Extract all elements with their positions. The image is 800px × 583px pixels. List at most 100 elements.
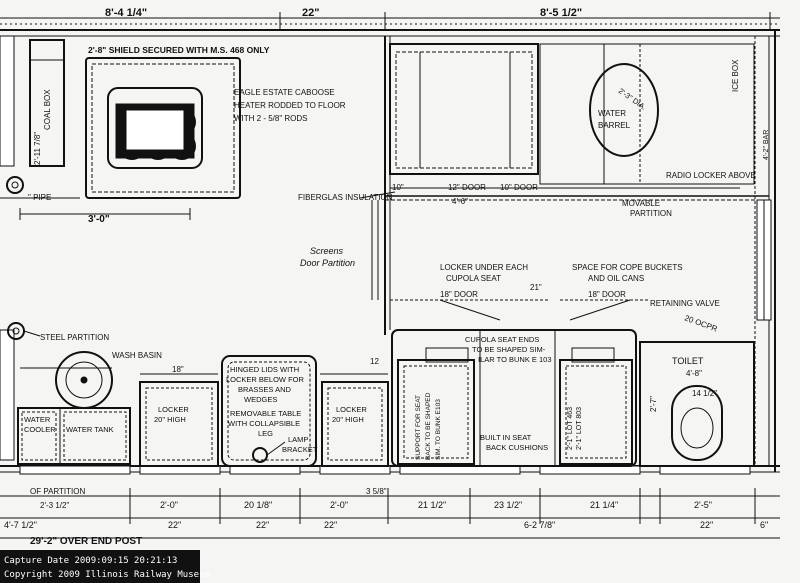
dim-4-6: 4'-6" <box>452 197 468 206</box>
dim-10: 10" <box>392 183 404 192</box>
hinged-lids-label-1: HINGED LIDS WITH <box>230 365 299 374</box>
bottom-dim-7: 6-2 7/8" <box>524 520 555 530</box>
built-in-seat-label-1: BUILT IN SEAT <box>480 433 532 442</box>
heater-width-label: 3'-0" <box>88 214 110 225</box>
heater-note-2: HEATER RODDED TO FLOOR <box>234 101 346 110</box>
bottom-row2-3: 22" <box>256 520 269 530</box>
bottom-dim-9: 2'-5" <box>694 500 712 510</box>
bottom-dim-4: 3 5/8" <box>366 487 387 496</box>
bottom-row2-5: 22" <box>700 520 713 530</box>
copyright: Copyright 2009 Illinois Railway Museum <box>4 570 210 580</box>
support-seat-label-1: SUPPORT FOR SEAT <box>415 395 422 460</box>
locker-left-label-1: LOCKER <box>158 405 189 414</box>
hinged-lids-label-4: WEDGES <box>244 395 277 404</box>
bottom-row2-1: 4'-7 1/2" <box>4 520 37 530</box>
bottom-row2-2: 22" <box>168 520 181 530</box>
water-cooler-label-2: COOLER <box>24 425 56 434</box>
pipe-label: " PIPE <box>28 193 51 202</box>
steel-partition-label: STEEL PARTITION <box>40 333 109 342</box>
dim-4-8: 4'-8" <box>686 369 702 378</box>
locker-left-label-2: 20" HIGH <box>154 415 186 424</box>
left-lower-fixtures <box>7 322 389 467</box>
dim-10-door: 10" DOOR <box>500 183 538 192</box>
movable-partition-label-2: PARTITION <box>630 209 672 218</box>
built-in-seat-label-2: BACK CUSHIONS <box>486 443 548 452</box>
of-partition-label: OF PARTITION <box>30 487 85 496</box>
locker-under-label-2: CUPOLA SEAT <box>446 274 501 283</box>
capture-date: Capture Date 2009:09:15 20:21:13 <box>4 556 177 566</box>
door-width-left: 18" DOOR <box>440 290 478 299</box>
top-mid-span-label: 22" <box>302 7 319 19</box>
bottom-dim-6: 23 1/2" <box>494 500 522 510</box>
heater-note-3: WITH 2 - 5/8" RODS <box>234 114 308 123</box>
fiberglas-label: FIBERGLAS INSULATION <box>298 193 393 202</box>
caption-band <box>0 550 200 583</box>
water-barrel-label-1: WATER <box>598 109 626 118</box>
coal-box <box>29 39 65 167</box>
hinged-lids-label-2: LOCKER BELOW FOR <box>226 375 305 384</box>
ice-box-label: ICE BOX <box>731 59 740 92</box>
bottom-row2-4: 22" <box>324 520 337 530</box>
bottom-row2-6: 6" <box>760 520 768 530</box>
dim-2-3-2: 2'-3 1/2" <box>40 501 69 510</box>
end-post-label: 29'-2" OVER END POST <box>30 536 142 547</box>
support-seat-label-3: SIM. TO BUNK E103 <box>435 399 442 460</box>
lower-fixtures <box>391 329 755 467</box>
cupola-seat-label-2: TO BE SHAPED SIM- <box>472 345 546 354</box>
locker-under-label-1: LOCKER UNDER EACH <box>440 263 528 272</box>
support-seat-label-2: BACK TO BE SHAPED <box>425 392 432 460</box>
dim-2-7: 2'-7" <box>649 396 658 412</box>
stove-pipe <box>0 176 80 199</box>
bar-side-label: 4'-2" BAR <box>763 130 770 160</box>
removable-table-label-1: REMOVABLE TABLE <box>230 409 301 418</box>
heater-shield <box>85 57 241 199</box>
heater-note-1: EAGLE ESTATE CABOOSE <box>234 88 335 97</box>
hinged-lids-label-3: BRASSES AND <box>238 385 292 394</box>
shield-note: 2'-8" SHIELD SECURED WITH M.S. 468 ONLY <box>88 45 270 55</box>
screen-label: Screens <box>310 246 344 256</box>
door-partition-label: Door Partition <box>300 258 355 268</box>
toilet-label: TOILET <box>672 356 704 366</box>
bottom-dim-1: 2'-0" <box>160 500 178 510</box>
movable-partition-label-1: MOVABLE <box>622 199 660 208</box>
lamp-bracket-label-2: BRACKET <box>282 445 318 454</box>
bottom-dim-2: 20 1/8" <box>244 500 272 510</box>
door-swings <box>390 299 650 321</box>
wash-basin-label: WASH BASIN <box>112 351 162 360</box>
bottom-dim-3: 2'-0" <box>330 500 348 510</box>
space-buckets-label-2: AND OIL CANS <box>588 274 644 283</box>
heater-width-dimension <box>19 208 191 220</box>
dim-21-1: 21" <box>530 283 542 292</box>
retaining-valve-label: RETAINING VALVE <box>650 299 720 308</box>
top-left-span-label: 8'-4 1/4" <box>105 7 147 19</box>
water-tank-label: WATER TANK <box>66 425 114 434</box>
dim-12-door: 12" DOOR <box>448 183 486 192</box>
radio-locker-label: RADIO LOCKER ABOVE <box>666 171 756 180</box>
coal-box-label: COAL BOX <box>43 89 52 130</box>
dim-14: 14 1/2" <box>692 389 717 398</box>
dim-18: 18" <box>172 365 184 374</box>
dim-12: 12 <box>370 357 379 366</box>
bottom-dim-5: 21 1/2" <box>418 500 446 510</box>
space-buckets-label-1: SPACE FOR COPE BUCKETS <box>572 263 683 272</box>
fiberglas-leader <box>359 191 396 199</box>
removable-table-label-2: WITH COLLAPSIBLE <box>228 419 300 428</box>
water-barrel-label-2: BARREL <box>598 121 631 130</box>
lot-label-2: 2'-1" LOT 803 <box>576 407 583 450</box>
central-partition <box>371 36 769 335</box>
door-width-right: 18" DOOR <box>588 290 626 299</box>
lamp-bracket-label-1: LAMP <box>288 435 308 444</box>
left-height-dim: 2'-11 7/8" <box>33 132 42 165</box>
top-right-span-label: 8'-5 1/2" <box>540 7 582 19</box>
top-dimension-line <box>0 12 780 30</box>
bottom-dimension-lines <box>0 488 780 539</box>
cupola-seat-label-1: CUPOLA SEAT ENDS <box>465 335 539 344</box>
locker-right-label-1: LOCKER <box>336 405 367 414</box>
lot-label-1: 2'-1" LOT 463 <box>567 407 574 450</box>
removable-table-label-3: LEG <box>258 429 273 438</box>
water-cooler-label-1: WATER <box>24 415 51 424</box>
locker-right-label-2: 20" HIGH <box>332 415 364 424</box>
bottom-dim-8: 21 1/4" <box>590 500 618 510</box>
cupola-seat-label-3: ILAR TO BUNK E 103 <box>478 355 552 364</box>
